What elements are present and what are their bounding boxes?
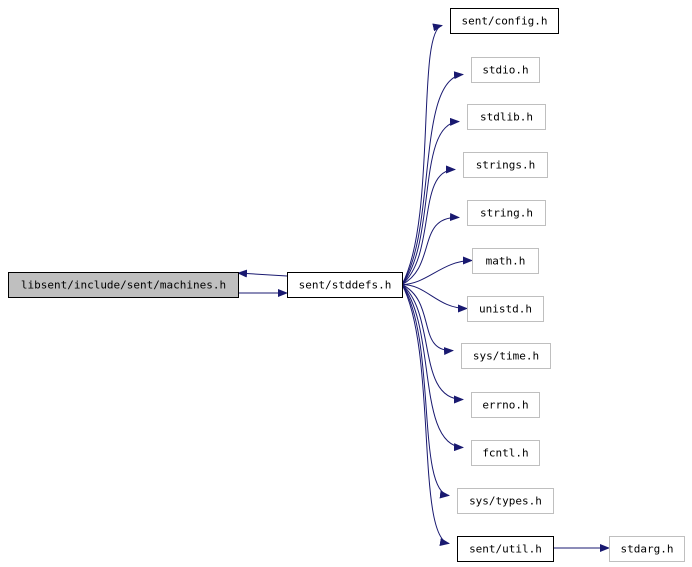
node-sent-util-h[interactable]: sent/util.h xyxy=(457,536,554,562)
node-label: strings.h xyxy=(476,159,536,172)
edges-layer xyxy=(237,23,610,552)
node-label: stdarg.h xyxy=(621,543,674,556)
node-label: sent/util.h xyxy=(469,543,542,556)
edge-stddefs-to-config xyxy=(401,23,443,285)
node-box xyxy=(471,57,540,83)
node-math-h[interactable]: math.h xyxy=(472,248,539,274)
edge-stddefs-to-util xyxy=(401,284,450,546)
node-box xyxy=(467,104,546,130)
edge-stddefs-to-stdlib xyxy=(401,117,460,285)
node-sent-stddefs-h[interactable]: sent/stddefs.h xyxy=(287,272,403,298)
edge-stddefs-to-math xyxy=(401,256,473,285)
node-stdlib-h[interactable]: stdlib.h xyxy=(467,104,546,130)
node-box xyxy=(461,343,551,369)
node-box xyxy=(467,296,544,322)
node-label: errno.h xyxy=(482,399,528,412)
node-label: sys/time.h xyxy=(473,350,539,363)
node-label: sent/config.h xyxy=(461,15,547,28)
edge-stddefs-to-systime xyxy=(401,284,454,356)
edge-stddefs-to-errno xyxy=(401,284,464,404)
node-fcntl-h[interactable]: fcntl.h xyxy=(471,440,540,466)
node-box xyxy=(471,392,540,418)
node-label: string.h xyxy=(480,207,533,220)
node-box xyxy=(457,488,554,514)
edge-stddefs-to-fcntl xyxy=(401,284,464,452)
edge-stddefs-to-unistd xyxy=(401,284,468,313)
node-box xyxy=(609,536,685,562)
node-box xyxy=(463,152,548,178)
node-sys-time-h[interactable]: sys/time.h xyxy=(461,343,551,369)
node-box xyxy=(450,8,559,34)
node-label: math.h xyxy=(486,255,526,268)
node-label: unistd.h xyxy=(479,303,532,316)
node-sys-types-h[interactable]: sys/types.h xyxy=(457,488,554,514)
node-box xyxy=(472,248,539,274)
node-stdarg-h[interactable]: stdarg.h xyxy=(609,536,685,562)
node-label: sys/types.h xyxy=(469,495,542,508)
node-stdio-h[interactable]: stdio.h xyxy=(471,57,540,83)
node-errno-h[interactable]: errno.h xyxy=(471,392,540,418)
edge-stddefs-to-machines xyxy=(237,269,288,278)
node-label: stdlib.h xyxy=(480,111,533,124)
node-strings-h[interactable]: strings.h xyxy=(463,152,548,178)
node-string-h[interactable]: string.h xyxy=(467,200,546,226)
nodes-layer: libsent/include/sent/machines.h sent/stdd… xyxy=(8,8,685,562)
node-label: fcntl.h xyxy=(482,447,528,460)
node-unistd-h[interactable]: unistd.h xyxy=(467,296,544,322)
node-box xyxy=(457,536,554,562)
edge-stddefs-to-systypes xyxy=(401,284,450,499)
node-box xyxy=(287,272,403,298)
edge-stddefs-to-string xyxy=(401,213,460,285)
node-label: sent/stddefs.h xyxy=(299,279,392,292)
node-libsent-include-sent-machines-h[interactable]: libsent/include/sent/machines.h xyxy=(8,272,239,298)
edge-stddefs-to-strings xyxy=(401,165,456,285)
node-sent-config-h[interactable]: sent/config.h xyxy=(450,8,559,34)
node-label: libsent/include/sent/machines.h xyxy=(21,279,226,292)
node-label: stdio.h xyxy=(482,64,528,77)
edge-stddefs-to-stdio xyxy=(401,71,464,285)
node-box xyxy=(471,440,540,466)
node-box xyxy=(8,272,239,298)
node-box xyxy=(467,200,546,226)
